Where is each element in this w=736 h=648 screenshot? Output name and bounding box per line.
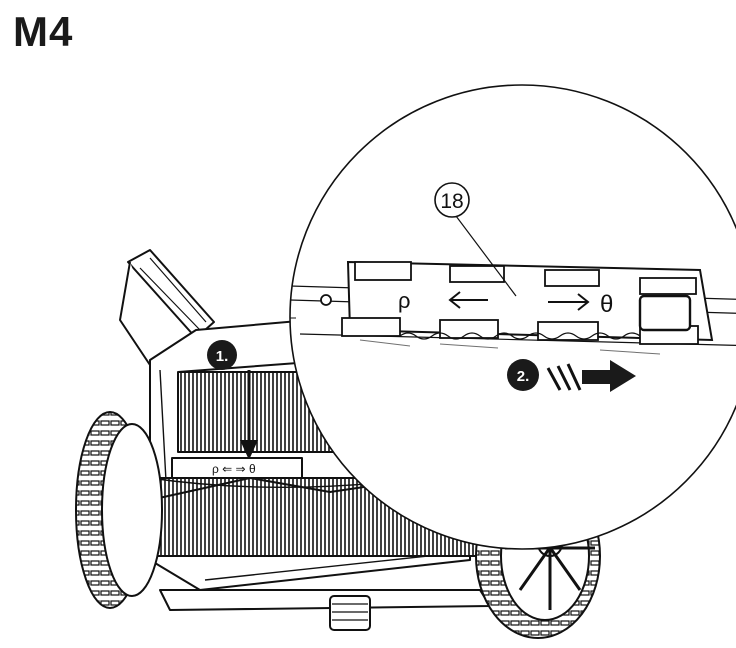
leader-line [455, 215, 517, 297]
svg-text:ρ: ρ [398, 288, 411, 313]
part-number-label: 18 [440, 190, 463, 213]
step-1-label: 1. [216, 348, 229, 365]
part-callout-18: 18 [434, 182, 470, 218]
step-1-marker: 1. [207, 340, 237, 370]
step-2-marker: 2. [507, 359, 539, 391]
svg-text:ρ ⇐ ⇒ θ: ρ ⇐ ⇒ θ [212, 462, 256, 476]
magnifier: ρ θ 18 2. [289, 84, 736, 550]
step-2-label: 2. [517, 368, 530, 385]
blade-plate [346, 260, 714, 342]
handle-bracket [127, 249, 215, 339]
svg-text:θ: θ [600, 291, 613, 318]
arrow-right [546, 360, 636, 392]
wheel-left [75, 411, 163, 609]
page-title: M4 [13, 8, 74, 55]
